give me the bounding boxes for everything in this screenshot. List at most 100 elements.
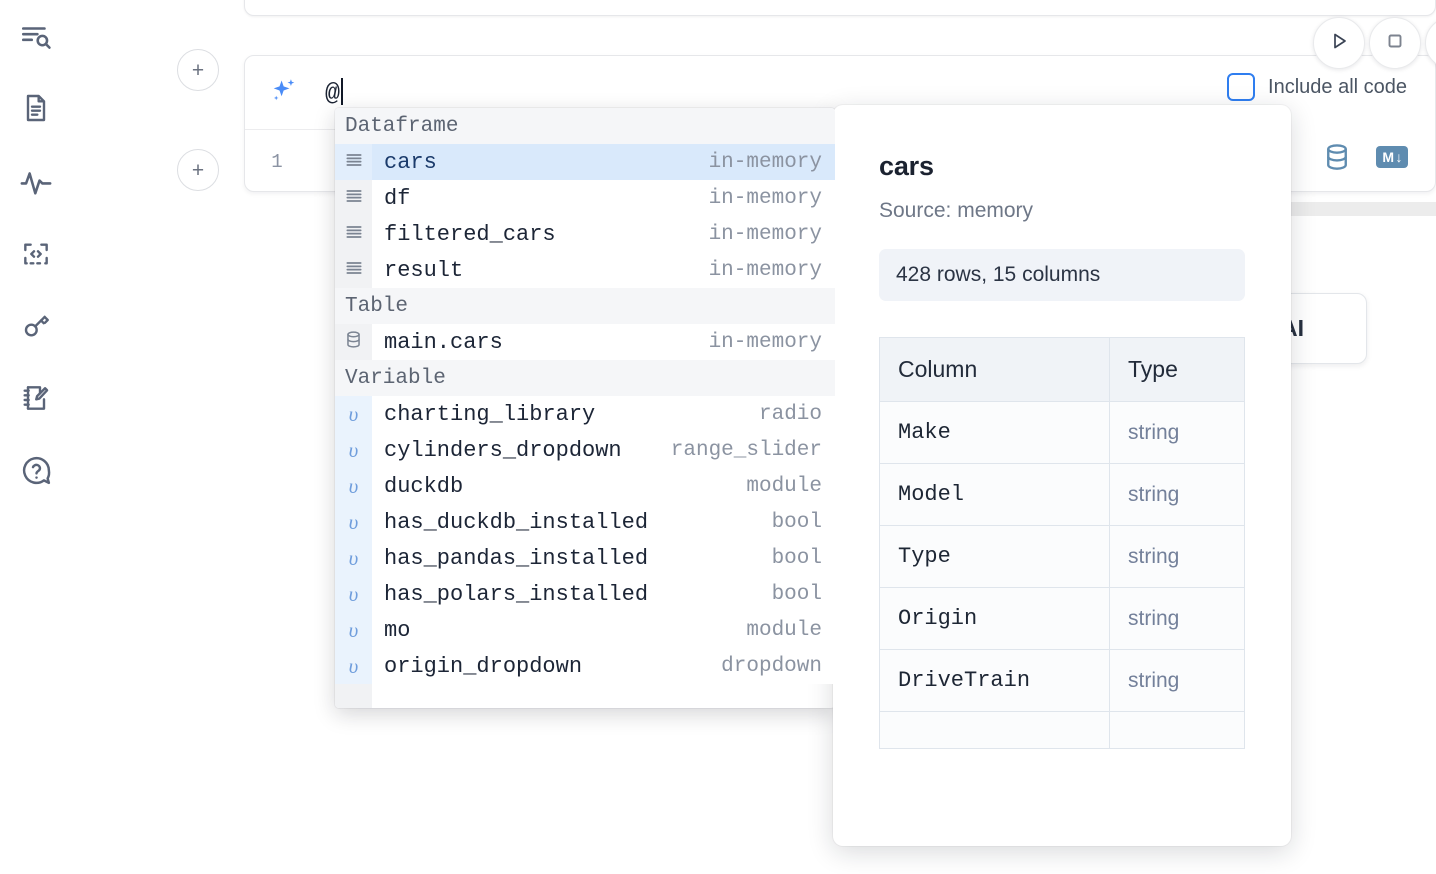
- table-header-row: Column Type: [879, 337, 1245, 402]
- autocomplete-item-type: in-memory: [708, 222, 822, 246]
- previous-cell-card: [244, 0, 1436, 16]
- variable-icon: υ: [348, 617, 359, 642]
- doc-column-type: string: [1109, 463, 1245, 526]
- sidebar-item-snippets[interactable]: [14, 232, 58, 276]
- autocomplete-group-header: Dataframe: [335, 108, 835, 144]
- autocomplete-item-icon: υ: [335, 540, 372, 576]
- ai-prompt-input[interactable]: @: [325, 77, 344, 108]
- text-caret: [341, 77, 344, 105]
- doc-column-type: string: [1109, 649, 1245, 712]
- code-cell-row: 1: [245, 130, 1171, 193]
- ai-prompt-value: @: [325, 78, 341, 108]
- scratchpad-edit-icon: [20, 382, 52, 414]
- autocomplete-group-header: Table: [335, 288, 835, 324]
- autocomplete-item-icon: υ: [335, 576, 372, 612]
- variable-icon: υ: [348, 509, 359, 534]
- autocomplete-item-icon: [335, 324, 372, 360]
- document-icon: [20, 92, 52, 124]
- autocomplete-item-type: bool: [771, 582, 822, 606]
- doc-column-name: Origin: [879, 587, 1110, 650]
- sidebar-item-secrets[interactable]: [14, 304, 58, 348]
- sparkle-icon: [266, 76, 300, 110]
- doc-column-type: string: [1109, 401, 1245, 464]
- add-cell-above-button[interactable]: +: [177, 49, 219, 91]
- doc-column-name: Model: [879, 463, 1110, 526]
- activity-pulse-icon: [19, 165, 53, 199]
- help-chat-icon: [20, 454, 53, 487]
- autocomplete-item-label: filtered_cars: [384, 221, 556, 247]
- autocomplete-item-label: result: [384, 257, 464, 283]
- autocomplete-item[interactable]: cars in-memory: [335, 144, 835, 180]
- autocomplete-item-type: bool: [771, 546, 822, 570]
- explore-search-icon: [19, 20, 53, 54]
- autocomplete-item-icon: [335, 216, 372, 252]
- autocomplete-item-label: cylinders_dropdown: [384, 437, 622, 463]
- doc-column-type: string: [1109, 587, 1245, 650]
- doc-shape-badge: 428 rows, 15 columns: [879, 249, 1245, 301]
- plus-icon: +: [191, 158, 205, 182]
- play-icon: [1327, 29, 1351, 58]
- add-cell-below-button[interactable]: +: [177, 149, 219, 191]
- variable-icon: υ: [348, 437, 359, 462]
- sidebar-item-explore[interactable]: [14, 15, 58, 59]
- autocomplete-item-type: in-memory: [708, 150, 822, 174]
- doc-title: cars: [879, 151, 934, 181]
- doc-column-name: [879, 711, 1110, 749]
- autocomplete-item-icon: υ: [335, 648, 372, 684]
- doc-column-name: Type: [879, 525, 1110, 588]
- column-header-column: Column: [879, 337, 1110, 402]
- autocomplete-item[interactable]: υ cylinders_dropdown range_slider: [335, 432, 835, 468]
- autocomplete-item-label: cars: [384, 149, 437, 175]
- sidebar-item-help[interactable]: [14, 448, 58, 492]
- autocomplete-item-label: has_duckdb_installed: [384, 509, 649, 535]
- autocomplete-item-type: range_slider: [670, 438, 822, 462]
- database-icon: [344, 330, 363, 354]
- autocomplete-item[interactable]: filtered_cars in-memory: [335, 216, 835, 252]
- autocomplete-item-label: has_polars_installed: [384, 581, 649, 607]
- autocomplete-item-icon: [335, 144, 372, 180]
- include-all-code-row[interactable]: Include all code: [1227, 73, 1407, 101]
- dataframe-rows-icon: [344, 222, 364, 247]
- markdown-badge-arrow: ↓: [1395, 149, 1403, 165]
- doc-column-type: [1109, 711, 1245, 749]
- autocomplete-item-type: module: [746, 474, 822, 498]
- markdown-badge-letter: M: [1382, 149, 1395, 165]
- stop-button[interactable]: [1369, 17, 1421, 69]
- autocomplete-item-icon: υ: [335, 504, 372, 540]
- include-all-code-checkbox[interactable]: [1227, 73, 1256, 101]
- autocomplete-item-type: in-memory: [708, 330, 822, 354]
- variable-icon: υ: [348, 473, 359, 498]
- autocomplete-item-icon: υ: [335, 468, 372, 504]
- run-button[interactable]: [1313, 17, 1365, 69]
- sidebar-item-notebook[interactable]: [14, 86, 58, 130]
- autocomplete-item-type: module: [746, 618, 822, 642]
- dataframe-rows-icon: [344, 258, 364, 283]
- sidebar-item-activity[interactable]: [14, 160, 58, 204]
- autocomplete-item[interactable]: υ has_polars_installed bool: [335, 576, 835, 612]
- stop-square-icon: [1383, 29, 1407, 58]
- autocomplete-item-type: in-memory: [708, 186, 822, 210]
- markdown-badge[interactable]: M↓: [1376, 146, 1408, 168]
- documentation-panel: cars Source: memory 428 rows, 15 columns…: [833, 105, 1291, 846]
- column-header-type: Type: [1109, 337, 1245, 402]
- dataframe-rows-icon: [344, 150, 364, 175]
- database-icon[interactable]: [1322, 142, 1352, 172]
- sidebar-item-scratchpad[interactable]: [14, 376, 58, 420]
- dataframe-rows-icon: [344, 186, 364, 211]
